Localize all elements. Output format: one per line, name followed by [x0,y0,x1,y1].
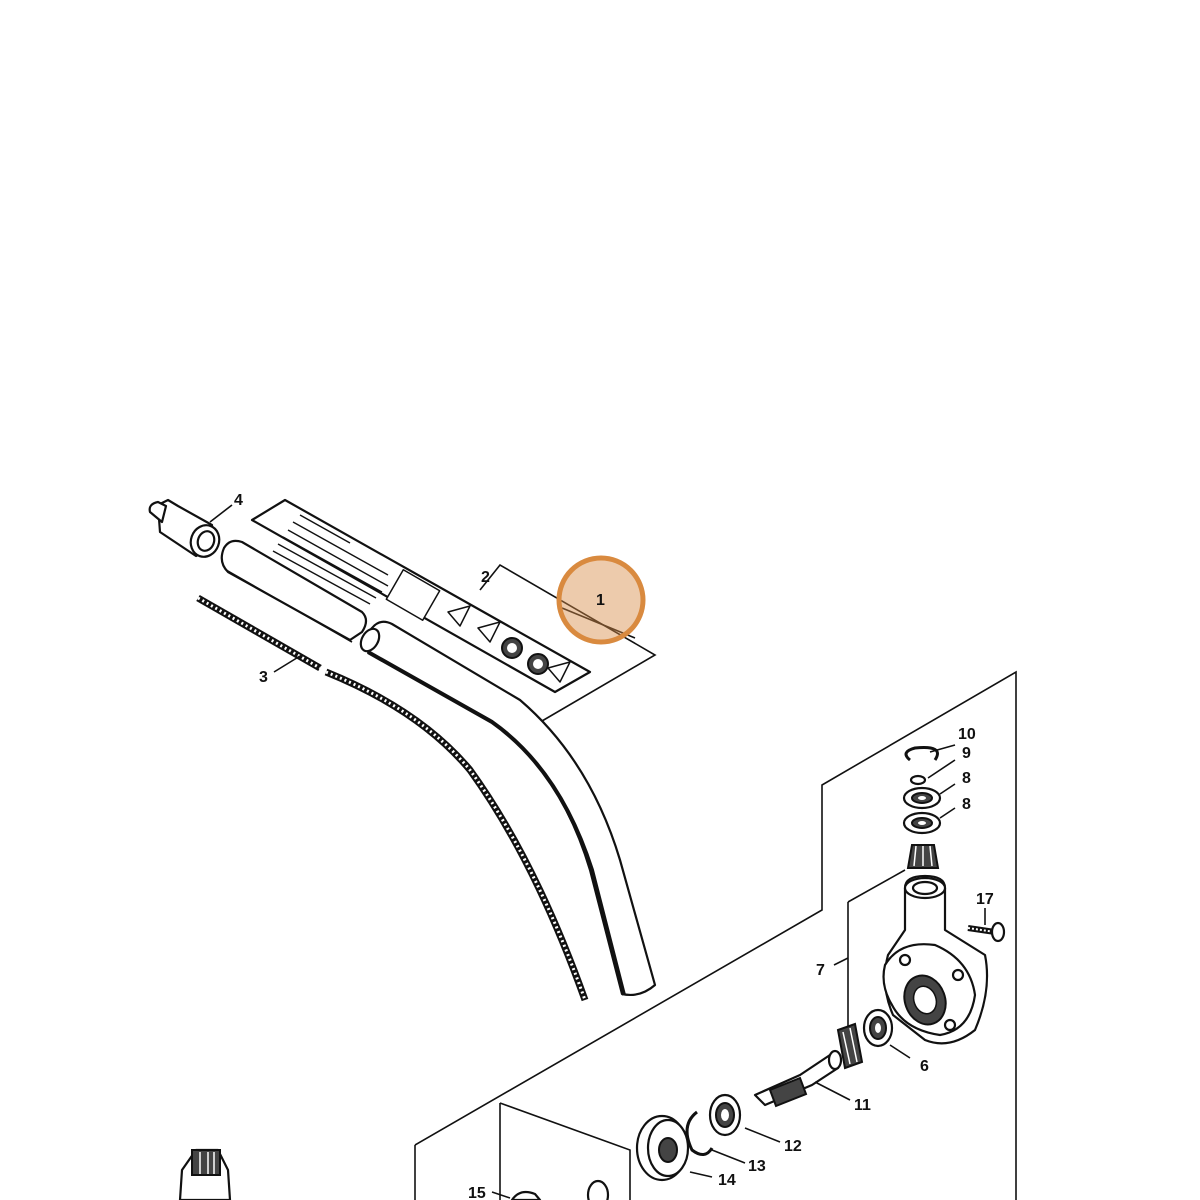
label-part-3[interactable]: 3 [259,669,268,686]
bevel-gear-upper[interactable] [906,844,940,869]
label-part-8a[interactable]: 8 [962,770,971,787]
part-6-bearing[interactable] [862,1008,894,1048]
part-10-snap-ring[interactable] [909,774,927,786]
label-part-1[interactable]: 1 [596,592,605,609]
part-13-circlip[interactable] [685,1110,714,1156]
part-17-screw[interactable] [967,921,1006,943]
label-part-2[interactable]: 2 [481,569,490,586]
warning-triangle-icon [447,605,571,683]
part-11-output-shaft[interactable] [753,1049,843,1108]
part-14-spacer[interactable] [635,1114,690,1182]
leader-lines [209,504,986,1199]
label-part-14[interactable]: 14 [718,1172,736,1189]
label-part-13[interactable]: 13 [748,1158,766,1175]
part-4-bushing[interactable] [148,498,224,561]
label-part-8b[interactable]: 8 [962,796,971,813]
part-7-gear-housing[interactable] [882,874,989,1045]
part-8-bearing-lower[interactable] [902,811,942,835]
part-9-circlip[interactable] [904,746,939,762]
bevel-gear-lower[interactable] [836,1022,864,1070]
label-part-15[interactable]: 15 [468,1185,486,1200]
safety-symbol-icon [501,637,549,675]
frame-lines [414,563,1017,1200]
label-part-11[interactable]: 11 [854,1097,871,1114]
label-part-4[interactable]: 4 [234,492,243,509]
part-labels: 1 2 3 4 6 7 8 8 9 10 11 12 13 14 15 17 [234,492,994,1200]
decal-text-lines [272,514,389,605]
part-12-bearing[interactable] [708,1093,742,1137]
label-part-7[interactable]: 7 [816,962,825,979]
part-15-partial[interactable] [510,1190,542,1200]
label-part-17[interactable]: 17 [976,891,994,908]
part-8-bearing-upper[interactable] [902,786,942,810]
highlight-callout-ring[interactable] [556,555,646,645]
label-part-10[interactable]: 10 [958,726,976,743]
label-part-12[interactable]: 12 [784,1138,802,1155]
label-part-9[interactable]: 9 [962,745,971,762]
part-2-drive-tube[interactable] [220,539,657,997]
part-1-warning-decal[interactable] [250,498,592,694]
shaft-end-part[interactable] [178,1148,232,1200]
plate-hole [586,1179,610,1200]
label-part-6[interactable]: 6 [920,1058,929,1075]
